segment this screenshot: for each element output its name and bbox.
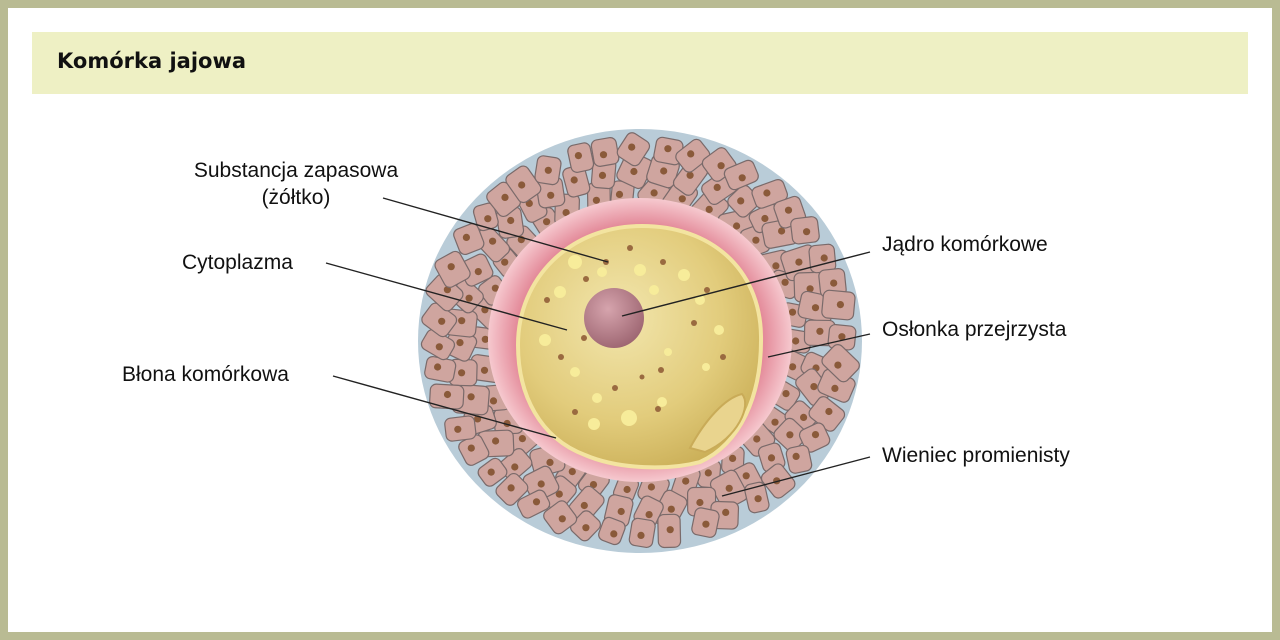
corona-cell — [543, 500, 578, 535]
yolk-granule — [558, 354, 564, 360]
yolk-granule — [695, 295, 705, 305]
page-title: Komórka jajowa — [57, 49, 247, 73]
corona-cell — [827, 323, 857, 351]
corona-cell — [505, 165, 542, 204]
yolk-granule — [627, 245, 633, 251]
yolk-granule — [704, 287, 710, 293]
leader-zona — [767, 333, 871, 358]
yolk-granule — [583, 276, 589, 282]
corona-cell — [472, 202, 499, 232]
yolk-granule — [660, 259, 666, 265]
yolk-granule — [639, 374, 645, 380]
label-cytoplasm: Cytoplazma — [182, 251, 293, 274]
corona-cell — [429, 383, 465, 410]
yolk-granule — [570, 367, 580, 377]
corona-cell — [751, 179, 788, 209]
corona-cell — [773, 417, 808, 452]
leader-cytoplasm — [325, 262, 568, 331]
yolk-granule — [568, 255, 582, 269]
yolk-granule — [544, 297, 550, 303]
yolk-granule — [714, 325, 724, 335]
corona-cell — [434, 250, 471, 288]
corona-cell — [424, 355, 457, 383]
yolk-granule — [658, 367, 664, 373]
yolk-granule — [678, 269, 690, 281]
label-zona: Osłonka przejrzysta — [882, 318, 1067, 341]
yolk-granule — [539, 334, 551, 346]
yolk-granule — [657, 397, 667, 407]
leader-corona — [721, 456, 871, 497]
yolk-granule — [720, 354, 726, 360]
yolk-granule — [592, 393, 602, 403]
label-membrane: Błona komórkowa — [122, 363, 289, 386]
yolk-granule — [554, 286, 566, 298]
corona-cell — [744, 481, 770, 514]
yolk-granule — [655, 406, 661, 412]
corona-cell — [444, 415, 477, 442]
yolk-granule — [621, 410, 637, 426]
corona-cell — [821, 344, 860, 383]
leader-lines — [325, 197, 871, 497]
yolk-granule — [634, 264, 646, 276]
yolk-granules — [539, 245, 726, 430]
leader-nucleus — [621, 251, 871, 317]
corona-cell — [785, 444, 813, 474]
corona-cell — [517, 489, 551, 519]
header-bar: Komórka jajowa — [32, 32, 1248, 94]
label-corona: Wieniec promienisty — [882, 444, 1070, 467]
leader-yolk — [382, 197, 609, 263]
corona-cell — [803, 319, 836, 347]
corona-cell — [598, 516, 626, 546]
label-yolk-line2: (żółtko) — [262, 186, 331, 209]
corona-cell — [821, 289, 856, 321]
corona-cell — [691, 507, 720, 538]
corona-cell — [616, 132, 651, 167]
corona-cell — [458, 434, 490, 466]
leader-membrane — [332, 375, 557, 439]
corona-cell — [534, 155, 562, 186]
corona-cell — [790, 216, 820, 245]
corona-cell — [723, 159, 759, 191]
corona-cell — [590, 137, 620, 167]
yolk-granule — [588, 418, 600, 430]
oocyte — [515, 223, 764, 470]
corona-cell — [798, 422, 831, 453]
corona-cell — [818, 268, 847, 298]
polar-body — [688, 392, 747, 454]
yolk-granule — [664, 348, 672, 356]
yolk-granule — [612, 385, 618, 391]
label-nucleus: Jądro komórkowe — [882, 233, 1048, 256]
nucleus — [584, 288, 644, 348]
cell-membrane — [515, 223, 764, 470]
corona-cell — [453, 223, 485, 256]
label-yolk-line1: Substancja zapasowa — [194, 159, 399, 182]
yolk-granule — [702, 363, 710, 371]
corona-cell — [495, 472, 529, 506]
corona-cell — [675, 138, 711, 173]
corona-cell — [657, 513, 682, 549]
corona-cell — [477, 457, 508, 487]
yolk-granule — [597, 267, 607, 277]
yolk-granule — [581, 335, 587, 341]
corona-cell — [628, 517, 656, 549]
yolk-granule — [691, 320, 697, 326]
corona-cell — [567, 142, 595, 173]
yolk-granule — [649, 285, 659, 295]
yolk-granule — [572, 409, 578, 415]
